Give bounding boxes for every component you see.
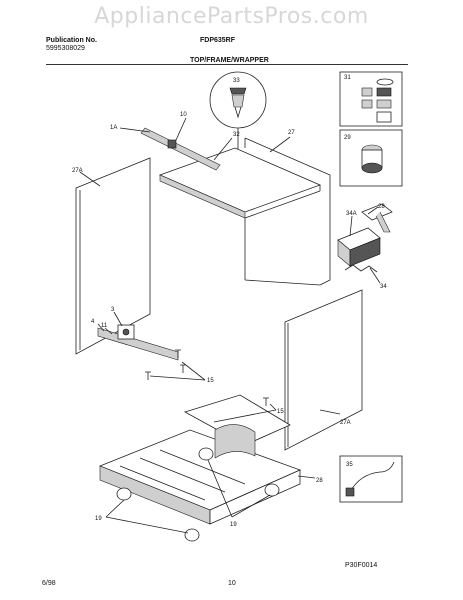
header-rule xyxy=(46,64,408,65)
callout-27A-left: 27A xyxy=(72,168,83,174)
callout-1A: 1A xyxy=(110,125,117,131)
watermark: AppliancePartsPros.com xyxy=(94,4,369,29)
callout-3: 3 xyxy=(111,307,115,313)
publication-label: Publication No. xyxy=(46,37,97,44)
part-34A-junction-box xyxy=(337,227,381,273)
callout-32: 32 xyxy=(233,132,240,138)
callout-27-top: 27 xyxy=(288,130,295,136)
part-27A-right-side-panel xyxy=(284,289,363,451)
callout-10: 10 xyxy=(180,112,187,118)
callout-19-left: 19 xyxy=(95,516,102,522)
callout-15-left: 15 xyxy=(207,378,214,384)
part-28-valve xyxy=(361,203,393,233)
publication-number: 5995308029 xyxy=(46,45,85,52)
part-19-casters xyxy=(116,447,280,542)
figure-code: P30F0014 xyxy=(345,562,378,569)
callout-33: 33 xyxy=(233,78,240,84)
part-27-top-panel xyxy=(158,137,331,286)
part-27A-left-side-panel xyxy=(75,157,151,355)
page-number: 10 xyxy=(228,580,236,587)
callout-34A: 34A xyxy=(346,211,357,217)
callout-27A-right: 27A xyxy=(340,420,351,426)
callout-11: 11 xyxy=(101,323,108,329)
part-28-base-frame xyxy=(98,394,302,525)
section-title: TOP/FRAME/WRAPPER xyxy=(190,57,269,64)
footer-date: 6/98 xyxy=(42,580,56,587)
part-33-screw-detail xyxy=(209,71,267,150)
callout-19-right: 19 xyxy=(230,522,237,528)
part-35-power-cord-inset xyxy=(339,455,403,503)
callout-15-right: 15 xyxy=(277,409,284,415)
part-3-hinge-bracket xyxy=(97,324,179,361)
callout-28-base: 28 xyxy=(316,478,323,484)
callout-34: 34 xyxy=(380,284,387,290)
callout-4: 4 xyxy=(91,319,95,325)
callout-35: 35 xyxy=(346,462,353,468)
leader-lines xyxy=(79,117,381,534)
part-31-fittings-inset xyxy=(339,71,403,127)
model-number: FDP635RF xyxy=(200,37,236,44)
part-29-inlet-fitting-inset xyxy=(339,129,403,187)
part-10-bracket xyxy=(140,127,221,171)
callout-31: 31 xyxy=(344,75,351,81)
callout-29: 29 xyxy=(344,135,351,141)
callout-28-valve: 28 xyxy=(378,204,385,210)
